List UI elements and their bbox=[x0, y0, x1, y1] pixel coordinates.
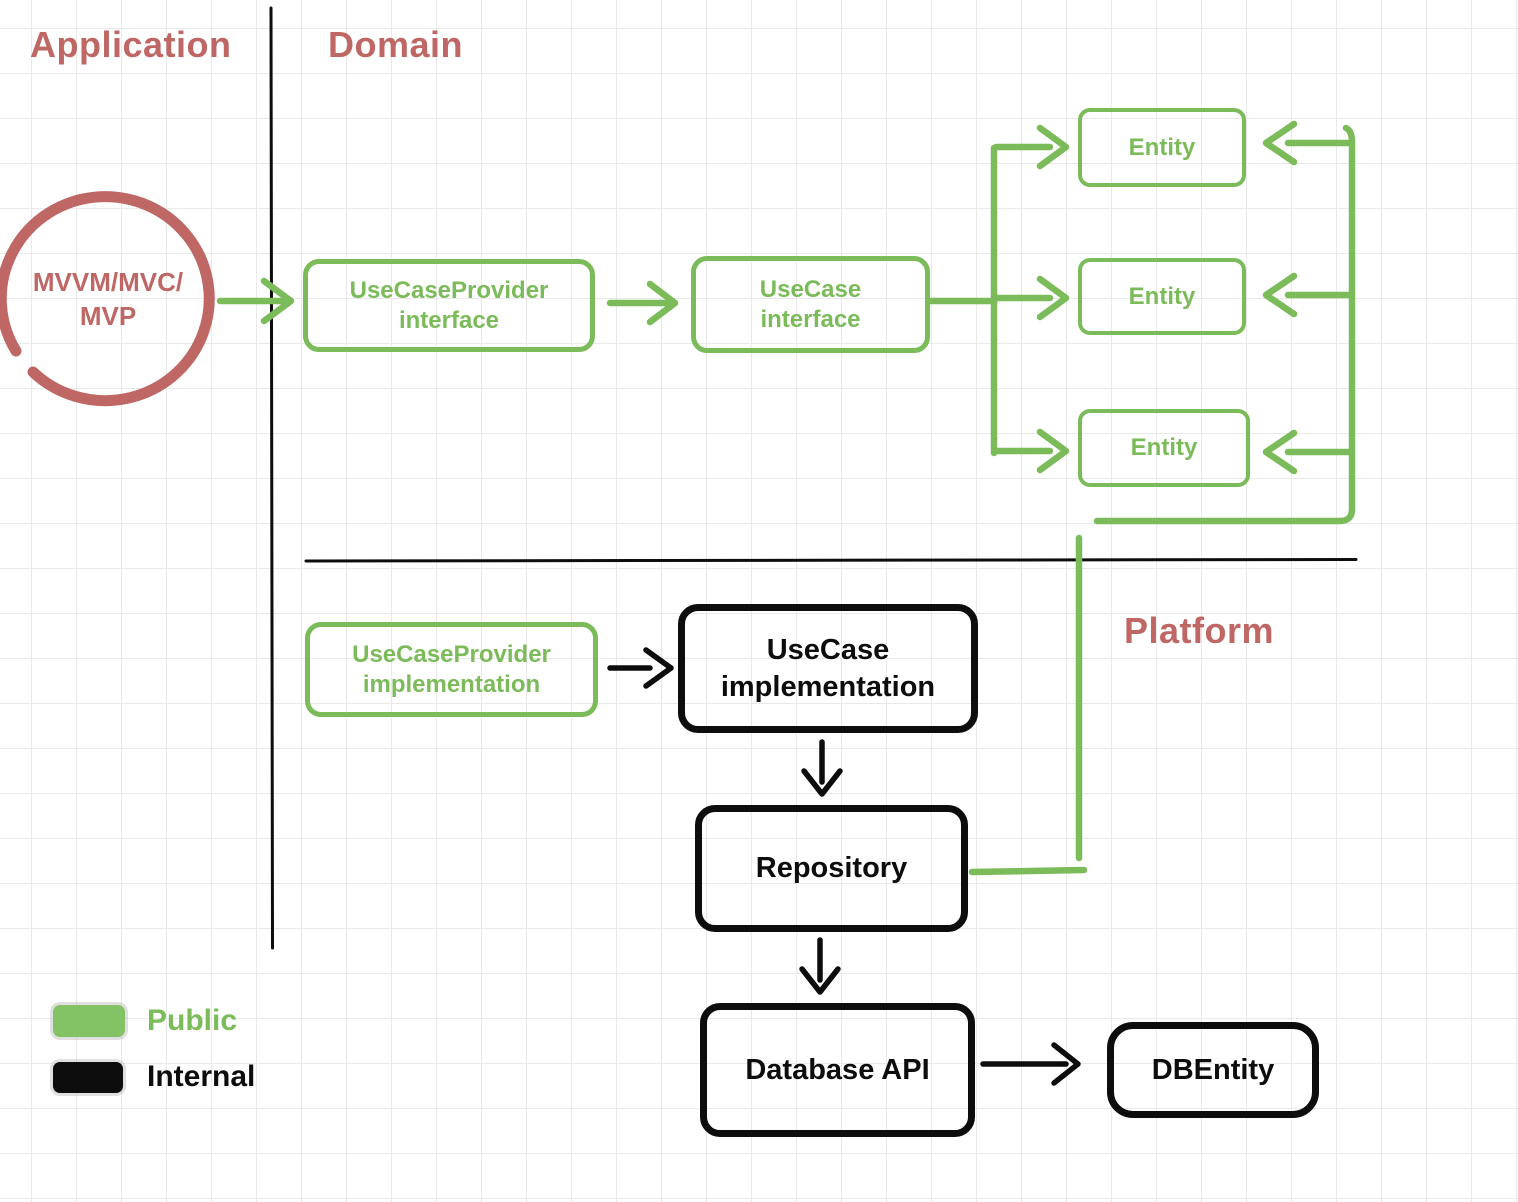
legend-internal-swatch[interactable] bbox=[53, 1062, 123, 1093]
node-repository[interactable]: Repository bbox=[695, 805, 968, 932]
heading-domain: Domain bbox=[328, 24, 464, 65]
arrow-repository-to-database-api[interactable] bbox=[799, 937, 841, 995]
divider-application-domain bbox=[269, 6, 274, 950]
arrow-right-rail-to-entity-1[interactable] bbox=[1262, 120, 1354, 166]
presentation-circle[interactable] bbox=[0, 191, 215, 407]
arrow-rail-to-entity-1[interactable] bbox=[992, 124, 1070, 170]
legend-public-label: Public bbox=[147, 1004, 238, 1037]
node-database-api[interactable]: Database API bbox=[700, 1003, 975, 1137]
arrow-rail-to-entity-3[interactable] bbox=[992, 428, 1070, 474]
node-usecase-provider-interface[interactable]: UseCaseProvider interface bbox=[303, 259, 595, 352]
node-entity-3[interactable]: Entity bbox=[1078, 409, 1250, 487]
legend-public-swatch[interactable] bbox=[53, 1005, 125, 1037]
arrow-rail-to-entity-2[interactable] bbox=[992, 275, 1070, 321]
arrow-database-api-to-dbentity[interactable] bbox=[980, 1042, 1081, 1086]
arrow-provider-interface-to-usecase-interface[interactable] bbox=[606, 280, 679, 326]
node-mvvm-mvc-mvp-label: MVVM/MVC/ MVP bbox=[32, 267, 184, 331]
legend-internal-label: Internal bbox=[147, 1060, 256, 1093]
arrow-right-rail-to-entity-2[interactable] bbox=[1262, 272, 1354, 318]
node-usecase-provider-implementation[interactable]: UseCaseProvider implementation bbox=[305, 622, 598, 717]
node-usecase-implementation[interactable]: UseCase implementation bbox=[678, 604, 978, 733]
arrow-usecase-impl-to-repository[interactable] bbox=[801, 739, 843, 797]
heading-application: Application bbox=[30, 24, 232, 65]
node-entity-2[interactable]: Entity bbox=[1078, 258, 1246, 335]
heading-platform: Platform bbox=[1124, 610, 1275, 651]
node-entity-1[interactable]: Entity bbox=[1078, 108, 1246, 187]
connector-entities-to-repository[interactable] bbox=[968, 534, 1088, 876]
arrow-right-rail-to-entity-3[interactable] bbox=[1262, 429, 1354, 475]
divider-domain-platform bbox=[304, 558, 1358, 563]
arrow-mvvm-to-usecase-provider-interface[interactable] bbox=[216, 277, 295, 325]
arrow-provider-impl-to-usecase-impl[interactable] bbox=[607, 647, 674, 689]
node-usecase-interface[interactable]: UseCase interface bbox=[691, 256, 930, 353]
node-dbentity[interactable]: DBEntity bbox=[1107, 1022, 1319, 1118]
entity-right-rail[interactable] bbox=[1093, 124, 1356, 525]
